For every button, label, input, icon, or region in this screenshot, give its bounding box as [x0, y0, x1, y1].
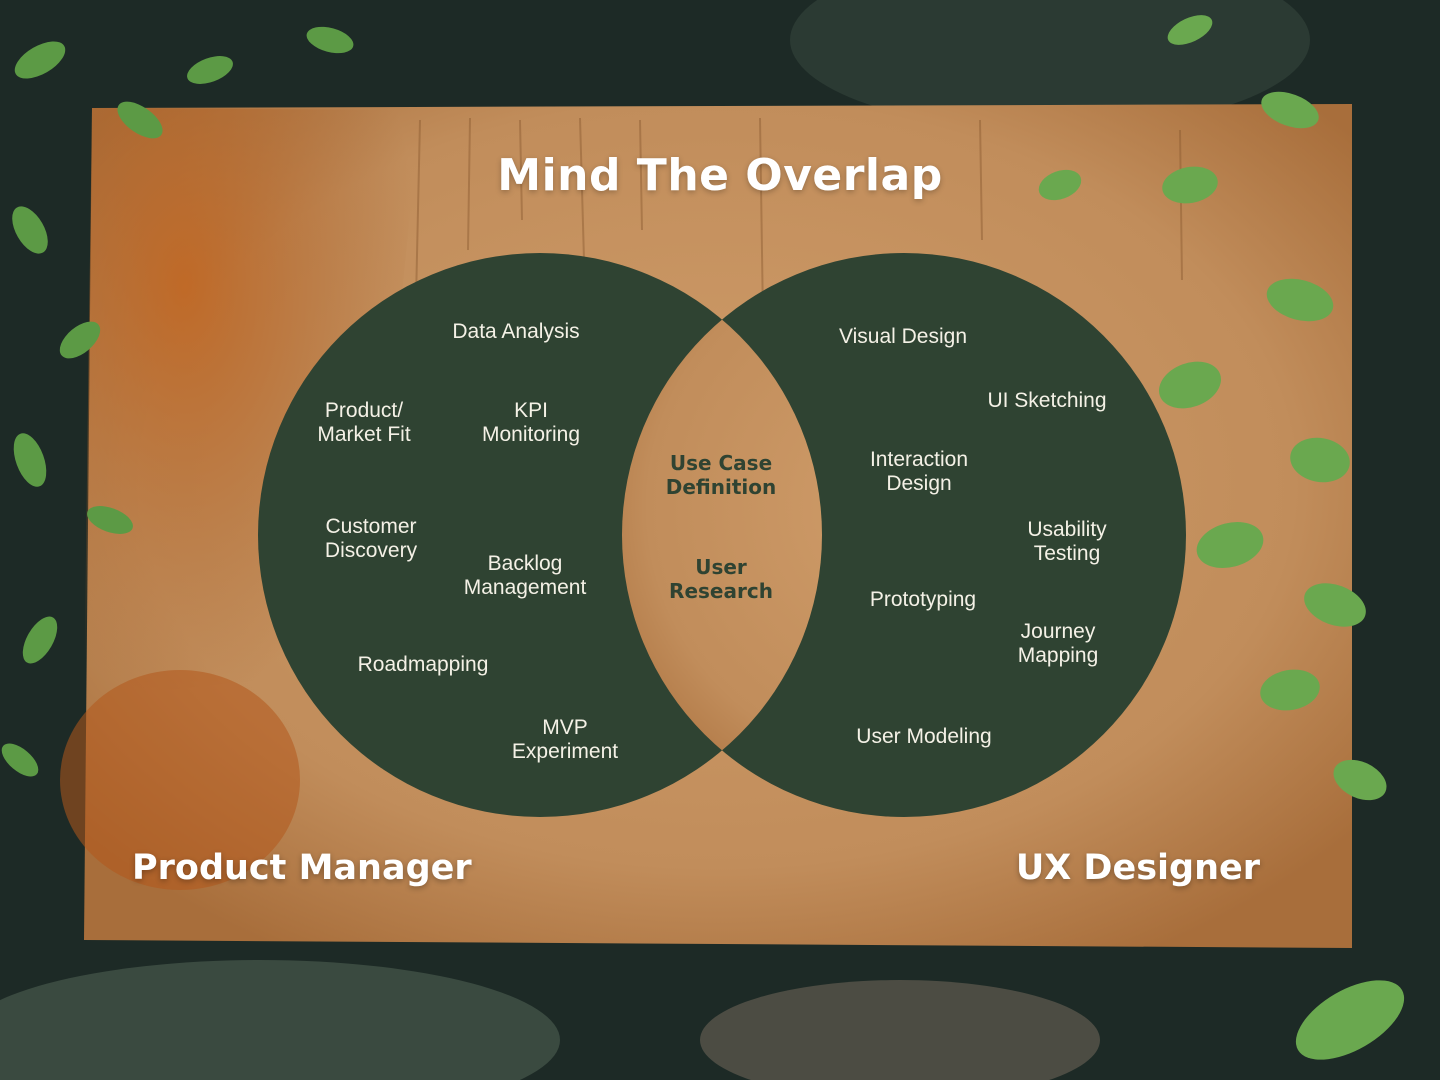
overlap-region	[622, 253, 822, 817]
right-item-prototyping: Prototyping	[869, 588, 977, 611]
overlap-item-use-case-definition: Use Case Definition	[665, 451, 777, 499]
right-item-usability-testing: Usability Testing	[1027, 518, 1107, 565]
right-item-interaction-design: Interaction Design	[869, 448, 969, 495]
left-item-backlog-management: Backlog Management	[463, 552, 587, 599]
wall-patch-bottom-right	[700, 980, 1100, 1080]
left-item-roadmapping: Roadmapping	[357, 653, 489, 676]
left-item-kpi-monitoring: KPI Monitoring	[481, 399, 581, 446]
left-item-customer-discovery: Customer Discovery	[324, 515, 418, 562]
left-item-product-market-fit: Product/ Market Fit	[317, 399, 411, 446]
left-item-mvp-experiment: MVP Experiment	[511, 716, 619, 763]
diagram-title: Mind The Overlap	[497, 150, 943, 201]
vine-leaves-right	[1038, 15, 1405, 1060]
vine-leaves-left	[1, 26, 354, 777]
set-label-product-manager: Product Manager	[132, 848, 472, 888]
left-item-data-analysis: Data Analysis	[452, 320, 580, 343]
wall-patch-bottom	[0, 960, 560, 1080]
right-item-user-modeling: User Modeling	[856, 725, 992, 748]
right-item-visual-design: Visual Design	[838, 325, 968, 348]
set-label-ux-designer: UX Designer	[1015, 848, 1260, 888]
overlap-item-user-research: User Research	[669, 555, 773, 603]
right-item-ui-sketching: UI Sketching	[987, 389, 1107, 412]
right-item-journey-mapping: Journey Mapping	[1017, 620, 1099, 667]
board-rust-bottom	[60, 670, 300, 890]
